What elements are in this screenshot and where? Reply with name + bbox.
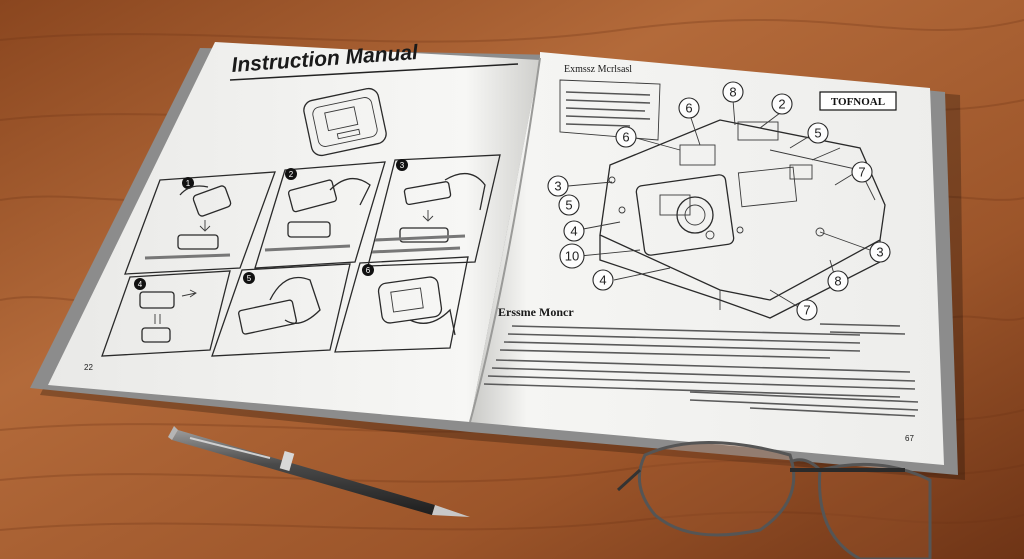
step-panel-6: 6	[334, 256, 469, 353]
brand-label-box: TOFNOAL	[819, 91, 897, 111]
svg-text:7: 7	[858, 165, 865, 180]
book-spine	[469, 57, 541, 423]
right-page-number: 67	[905, 434, 914, 443]
step-panel-3: 3	[367, 154, 501, 267]
step-panel-4: 4	[101, 270, 231, 357]
svg-text:6: 6	[685, 101, 692, 116]
title-underline	[229, 63, 519, 81]
eyeglasses	[616, 441, 932, 559]
step-label-6: 6	[366, 266, 371, 275]
svg-text:4: 4	[599, 273, 606, 288]
left-page-number: 22	[84, 363, 93, 372]
right-page-header: Exmssz Mcrlsasl	[564, 64, 632, 75]
callout-7-top: 7	[851, 161, 873, 183]
step-label-4: 4	[138, 280, 143, 289]
callout-4-bottom: 4	[592, 269, 614, 291]
svg-text:4: 4	[570, 224, 577, 239]
step-label-2: 2	[289, 170, 294, 179]
callout-6-left: 6	[615, 126, 637, 148]
callout-6-top: 6	[678, 97, 700, 119]
callout-3-right: 3	[869, 241, 891, 263]
step-label-5: 5	[247, 274, 252, 283]
pen	[168, 426, 470, 517]
callout-8-right: 8	[827, 270, 849, 292]
step-label-1: 1	[186, 179, 191, 188]
svg-text:3: 3	[876, 245, 883, 260]
svg-text:2: 2	[778, 97, 785, 112]
svg-text:5: 5	[814, 126, 821, 141]
intro-text-box	[559, 79, 661, 141]
step-panel-2: 2	[254, 161, 386, 269]
device-overview-illustration	[303, 87, 387, 157]
step-panel-1: 1	[124, 171, 276, 275]
svg-text:8: 8	[834, 274, 841, 289]
callout-7-bottom: 7	[796, 299, 818, 321]
right-page	[470, 52, 944, 465]
step-panel-5: 5	[211, 263, 351, 357]
callout-2: 2	[771, 93, 793, 115]
svg-text:8: 8	[729, 85, 736, 100]
callout-5-left: 5	[558, 194, 580, 216]
svg-text:5: 5	[565, 198, 572, 213]
callout-3-left: 3	[547, 175, 569, 197]
callout-5-top: 5	[807, 122, 829, 144]
callout-10: 10	[559, 243, 585, 269]
svg-text:3: 3	[554, 179, 561, 194]
brand-label: TOFNOAL	[831, 96, 885, 108]
callout-8-top: 8	[722, 81, 744, 103]
callout-4-left: 4	[563, 220, 585, 242]
left-page	[48, 42, 540, 422]
body-text-lines	[483, 323, 919, 417]
svg-text:10: 10	[565, 249, 579, 264]
svg-text:7: 7	[803, 303, 810, 318]
callout-leaders	[567, 99, 871, 309]
section-title: Erssme Moncr	[498, 305, 574, 319]
svg-text:6: 6	[622, 130, 629, 145]
step-label-3: 3	[400, 161, 405, 170]
